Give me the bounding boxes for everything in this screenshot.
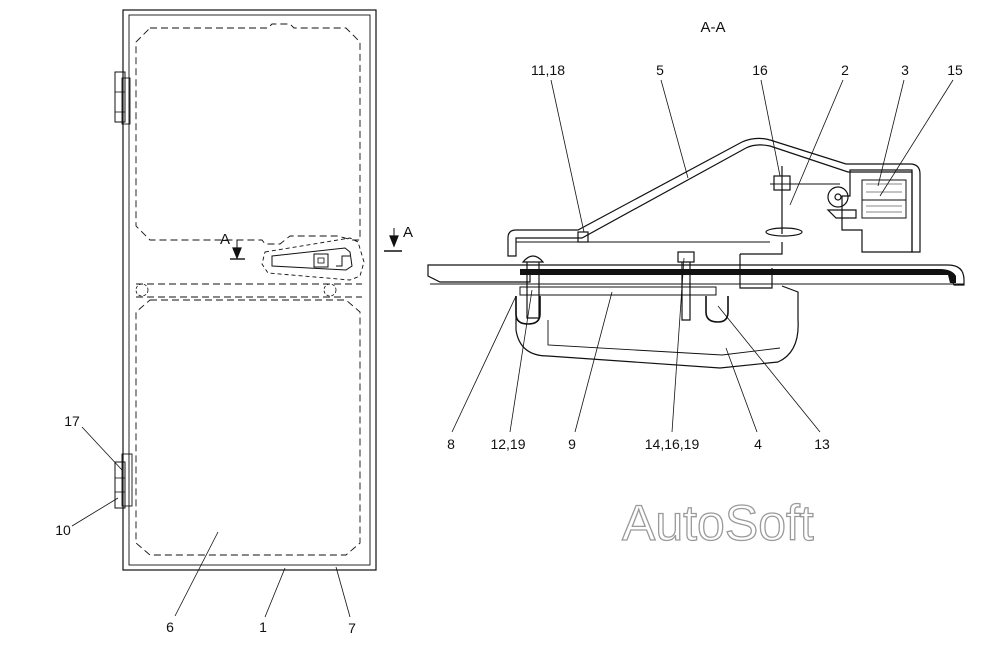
section-title: A-A [700, 19, 725, 36]
latch-pivot [827, 186, 849, 208]
screw-14-16-19-head [677, 251, 695, 263]
leader-15 [879, 79, 954, 197]
section-leader-lines [451, 79, 954, 433]
seal-strip [520, 269, 956, 283]
door-front-view [114, 9, 402, 571]
callout-12-19: 12,19 [490, 436, 525, 452]
callout-11-18: 11,18 [531, 62, 565, 78]
callout-5: 5 [656, 62, 664, 78]
lock-cylinder [313, 253, 329, 268]
left-leader-lines [71, 426, 351, 618]
door-skin [427, 264, 965, 286]
leader-4 [725, 347, 758, 433]
callout-14-16-19: 14,16,19 [645, 436, 700, 452]
callout-1: 1 [259, 619, 267, 635]
labels: A-A A A 11,18 5 16 2 3 15 8 12,19 9 14,1… [55, 19, 963, 636]
leader-12-19 [509, 289, 533, 433]
callout-7: 7 [348, 620, 356, 636]
door-panel [128, 14, 371, 566]
leader-7 [335, 566, 351, 618]
leader-8 [451, 295, 517, 433]
leader-11-18 [550, 79, 585, 233]
lock-housing-4 [515, 285, 799, 369]
door-outer-frame [122, 9, 377, 571]
callout-2: 2 [841, 62, 849, 78]
top-hinge [114, 71, 126, 123]
callout-10: 10 [55, 522, 71, 538]
lock-key-slot [317, 257, 325, 264]
lock-handle [271, 247, 353, 271]
leader-10 [71, 497, 119, 527]
leader-14-16-19 [671, 257, 685, 433]
top-hinge-leaf [121, 77, 131, 125]
latch-pivot-pin [834, 193, 842, 201]
gasket-8 [515, 296, 541, 325]
lower-inner-panel-outline [135, 299, 361, 556]
section-mark-left: A [220, 231, 230, 248]
callout-15: 15 [947, 62, 963, 78]
callout-13: 13 [814, 436, 830, 452]
lock-latch-step [336, 255, 350, 267]
leader-13 [717, 305, 821, 433]
screw-11-18 [577, 231, 589, 243]
stiffener-hole-right [323, 283, 337, 297]
cover-bracket [739, 242, 783, 289]
leader-3 [877, 79, 905, 187]
upper-inner-panel-outline [135, 23, 361, 245]
callout-6: 6 [166, 619, 174, 635]
leader-2 [789, 79, 844, 206]
callout-8: 8 [447, 436, 455, 452]
callout-17: 17 [64, 413, 80, 429]
bottom-hinge [114, 461, 126, 509]
latch-body [841, 169, 913, 253]
section-arrow-right-head [389, 235, 399, 248]
callout-16: 16 [752, 62, 768, 78]
lock-recess-outline [261, 237, 365, 281]
watermark: AutoSoft [622, 495, 814, 551]
latch-block-15 [861, 199, 907, 219]
leader-6 [174, 531, 219, 617]
leader-1 [264, 567, 286, 618]
section-arrow-left-head [232, 247, 242, 260]
section-mark-right: A [403, 224, 413, 241]
callout-4: 4 [754, 436, 762, 452]
leader-9 [574, 291, 613, 433]
lock-housing-inner [547, 320, 781, 356]
stiffener-hole-left [135, 283, 149, 297]
cover-5 [507, 137, 921, 257]
leader-5 [660, 79, 689, 179]
callout-9: 9 [568, 436, 576, 452]
section-view [427, 137, 965, 369]
bolt-washer-16 [765, 227, 803, 237]
inner-panel-9 [519, 286, 717, 296]
latch-tongue [826, 209, 857, 219]
callout-3: 3 [901, 62, 909, 78]
screw-12-19 [521, 255, 545, 319]
gasket-13 [705, 296, 729, 323]
bottom-hinge-leaf [121, 453, 133, 507]
leader-16 [760, 79, 781, 177]
leader-17 [81, 426, 123, 471]
